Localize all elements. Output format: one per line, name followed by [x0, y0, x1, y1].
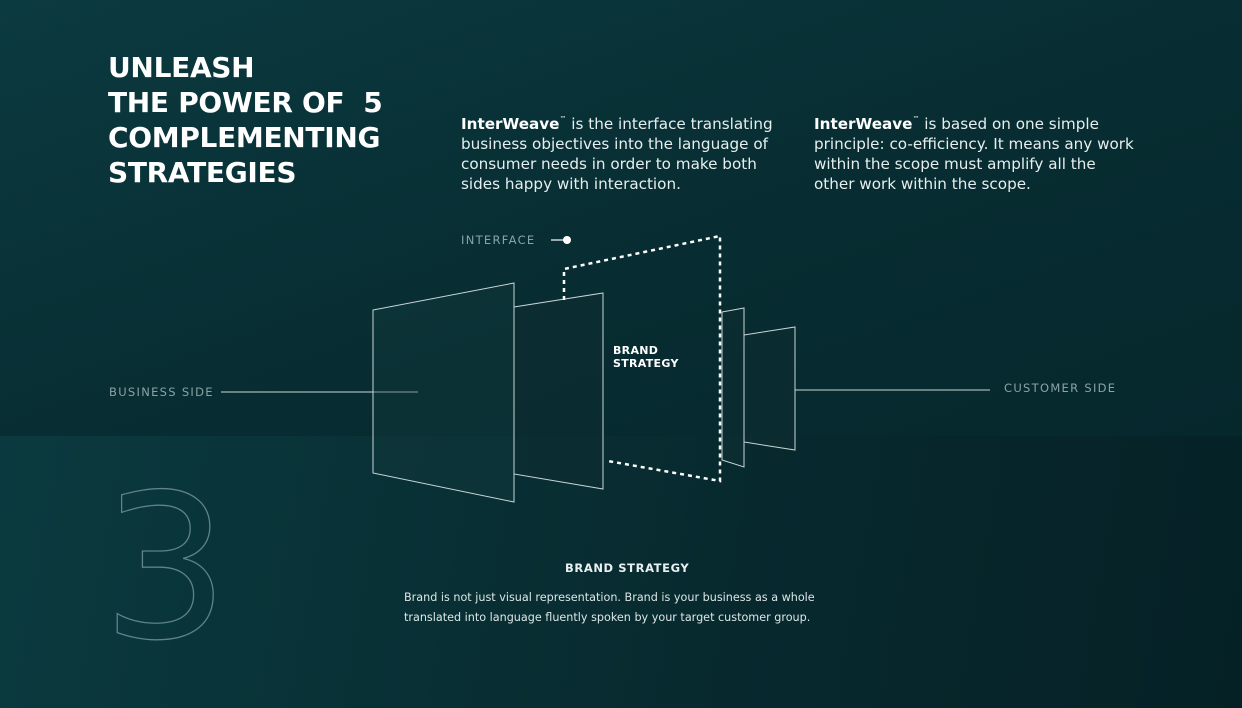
brand-name: InterWeave: [461, 115, 560, 133]
section-number-text: 3: [102, 462, 220, 652]
title-line-3: COMPLEMENTING: [108, 121, 381, 154]
trademark-mark: ™: [559, 115, 567, 123]
bottom-band: [0, 436, 1242, 708]
intro-paragraph-right: InterWeave™ is based on one simple princ…: [814, 109, 1134, 194]
brand-tag-line-2: STRATEGY: [613, 357, 679, 370]
strategy-panel-2: [513, 292, 604, 490]
title-line-4: STRATEGIES: [108, 156, 297, 189]
interface-label: INTERFACE: [461, 233, 536, 247]
title-line-1: UNLEASH: [108, 51, 255, 84]
page-title: UNLEASH THE POWER OF 5 COMPLEMENTING STR…: [108, 50, 428, 190]
section-description: Brand is not just visual representation.…: [404, 591, 815, 624]
brand-name: InterWeave: [814, 115, 913, 133]
section-title: BRAND STRATEGY: [565, 561, 690, 575]
business-panel: [372, 282, 515, 503]
intro-text-right: is based on one simple principle: co-eff…: [814, 115, 1134, 193]
brand-tag-line-1: BRAND: [613, 344, 659, 357]
interface-frame: [562, 234, 722, 483]
section-number: 3: [101, 462, 220, 652]
intro-paragraph-left: InterWeave™ is the interface translating…: [461, 109, 791, 194]
customer-panel: [743, 326, 796, 451]
intro-text-left: is the interface translating business ob…: [461, 115, 773, 193]
brand-strategy-tag: BRAND STRATEGY: [613, 344, 703, 370]
strategy-panel-4: [721, 307, 745, 468]
business-side-label: BUSINESS SIDE: [109, 385, 214, 399]
customer-side-label: CUSTOMER SIDE: [1004, 381, 1117, 395]
trademark-mark: ™: [912, 115, 920, 123]
title-line-2: THE POWER OF 5: [108, 86, 383, 119]
interface-marker-dot: [563, 236, 571, 244]
